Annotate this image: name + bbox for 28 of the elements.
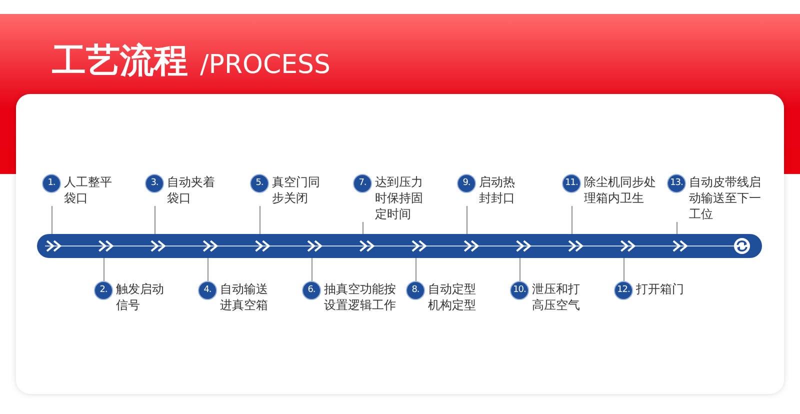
step-text: 抽真空功能按设置逻辑工作 [324,281,397,313]
leader-line [154,206,156,234]
leader-line [676,222,678,234]
step-text: 自动夹着袋口 [167,174,216,206]
step-text: 泄压和打高压空气 [532,281,581,313]
step-text: 人工整平袋口 [64,174,113,206]
leader-line [207,258,209,281]
step-text: 除尘机同步处理箱内卫生 [584,174,657,206]
leader-line [311,258,313,281]
leader-line [103,258,105,281]
step-text: 达到压力时保持固定时间 [375,174,424,222]
leader-line [466,206,468,234]
leader-line [571,206,573,234]
page-title: 工艺流程 [52,40,188,82]
leader-line [51,206,53,234]
step-text: 自动皮带线启动输送至下一工位 [689,174,762,222]
subtitle-text: /PROCESS [200,50,331,80]
leader-line [519,258,521,281]
leader-line [623,258,625,281]
leader-line [415,258,417,281]
leader-line [362,222,364,234]
step-text: 触发启动信号 [116,281,165,313]
step-text: 真空门同步关闭 [272,174,321,206]
leader-line [259,206,261,234]
step-text: 打开箱门 [636,281,685,297]
step-text: 启动热封封口 [479,174,516,206]
step-text: 自动输送进真空箱 [220,281,269,313]
step-text: 自动定型机构定型 [428,281,477,313]
